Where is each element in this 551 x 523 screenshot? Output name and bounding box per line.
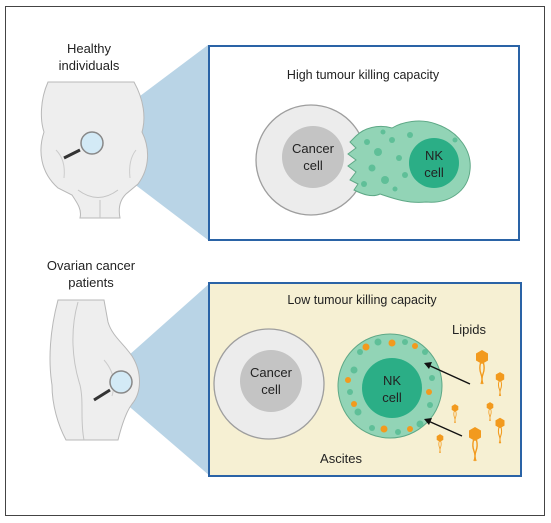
- bottom-panel-title: Low tumour killing capacity: [287, 293, 437, 307]
- healthy-label-line1: Healthy: [67, 41, 112, 56]
- top-nk-cell: NK cell: [347, 120, 471, 203]
- bottom-nk-cell-line2: cell: [382, 390, 402, 405]
- patients-label-line1: Ovarian cancer: [47, 258, 136, 273]
- top-callout-wedge: [92, 45, 208, 240]
- lipids-label: Lipids: [452, 322, 486, 337]
- patients-label-line2: patients: [68, 275, 114, 290]
- bottom-nk-cell-line1: NK: [383, 373, 401, 388]
- top-panel-title: High tumour killing capacity: [287, 68, 440, 82]
- lipid-uptake-arrows: [424, 362, 471, 437]
- magnifier-icon: [93, 370, 133, 402]
- top-cancer-cell-line1: Cancer: [292, 141, 335, 156]
- magnifier-icon: [63, 131, 104, 160]
- top-nk-cell-line2: cell: [424, 165, 444, 180]
- top-cancer-cell-line2: cell: [303, 158, 323, 173]
- bottom-callout-wedge: [110, 283, 210, 476]
- top-nk-cell-line1: NK: [425, 148, 443, 163]
- patient-torso-icon: [49, 299, 140, 441]
- ascites-label: Ascites: [320, 451, 362, 466]
- top-cancer-cell: Cancer cell: [255, 104, 367, 216]
- bottom-cancer-cell-line1: Cancer: [250, 365, 293, 380]
- healthy-label-line2: individuals: [59, 58, 120, 73]
- bottom-cancer-cell: Cancer cell: [213, 328, 325, 440]
- bottom-nk-cell: NK cell: [337, 333, 443, 439]
- bottom-cancer-cell-line2: cell: [261, 382, 281, 397]
